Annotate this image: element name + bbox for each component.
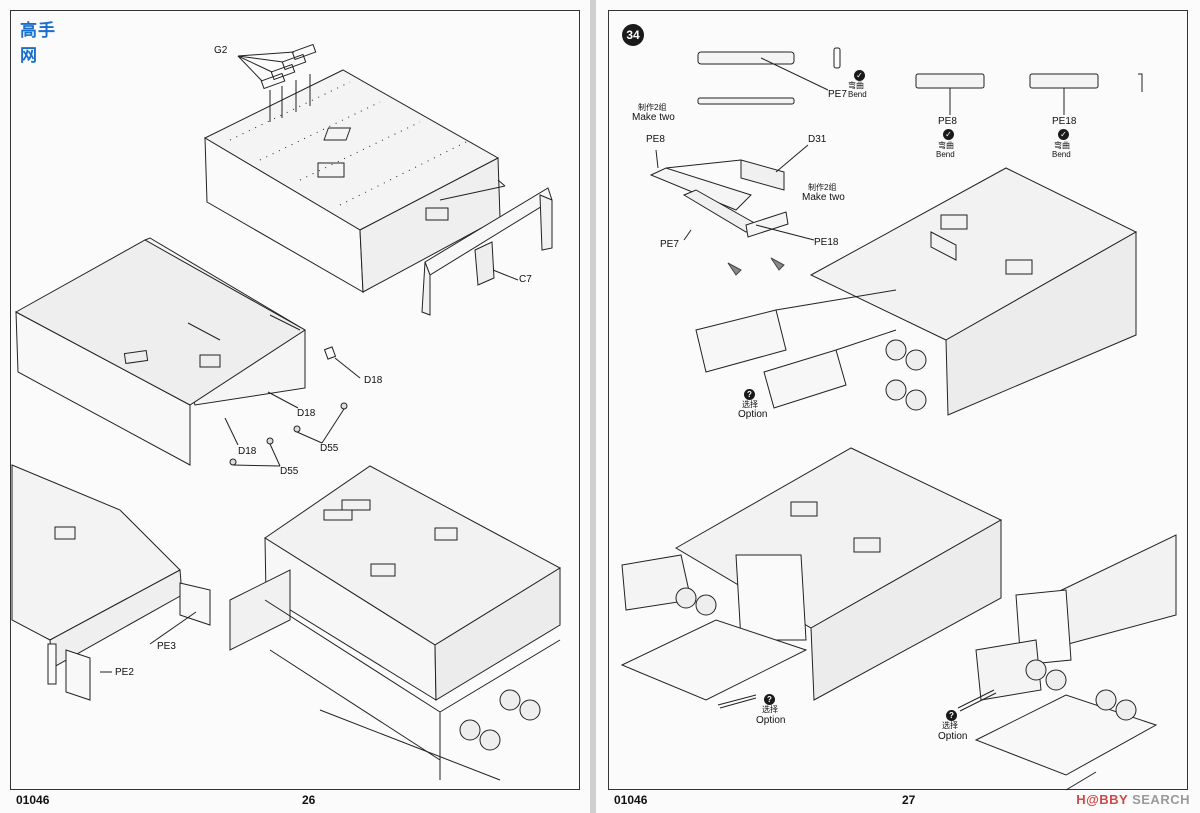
hobby-search-watermark: H@BBY SEARCH (1076, 792, 1190, 807)
product-code: 01046 (614, 793, 648, 807)
label-pe18-top: PE18 (1052, 116, 1077, 127)
pe-parts-top-drawing (697, 47, 1143, 115)
label-d55-right: D55 (320, 443, 339, 454)
direction-arrows-drawing (727, 257, 785, 276)
page-border (10, 10, 580, 790)
bend-note-cn-3: 弯曲 (1054, 141, 1070, 150)
label-pe7-top: PE7 (828, 89, 847, 100)
make-two-note-cn-1: 制作2组 (638, 103, 667, 112)
option-question-icon: ? (946, 710, 957, 721)
c7-frame-drawing (421, 179, 553, 316)
option-question-icon: ? (744, 389, 755, 400)
label-d18-low: D18 (238, 446, 257, 457)
option-note-cn-2: 选择 (762, 705, 778, 714)
label-pe3: PE3 (157, 641, 176, 652)
assembly-drawing-left (11, 43, 562, 781)
housing-with-plates-drawing (11, 464, 211, 701)
bend-check-icon: ✓ (854, 70, 865, 81)
upper-housing-drawing (203, 69, 501, 293)
small-fasteners-drawing (224, 346, 361, 467)
bend-note-en-1: Bend (848, 90, 867, 99)
lower-tub-drawing (14, 237, 306, 466)
label-pe18-sub: PE18 (814, 237, 839, 248)
label-pe8-sub: PE8 (646, 134, 665, 145)
watermark-hobby: H@BBY (1076, 792, 1128, 807)
watermark-search: SEARCH (1132, 792, 1190, 807)
bracket-subassembly-drawing (649, 144, 815, 241)
assembly-option-left-drawing (620, 447, 1003, 709)
product-code: 01046 (16, 793, 50, 807)
option-note-en-1: Option (738, 409, 768, 420)
label-d31: D31 (808, 134, 827, 145)
label-g2: G2 (214, 45, 228, 56)
make-two-note-cn-2: 制作2组 (808, 183, 837, 192)
option-note-en-3: Option (938, 731, 968, 742)
housing-with-drawers-drawing (695, 167, 1138, 416)
label-pe7-sub: PE7 (660, 239, 679, 250)
label-d18-mid: D18 (297, 408, 316, 419)
make-two-note-en-2: Make two (802, 192, 845, 203)
bend-note-en-2: Bend (936, 150, 955, 159)
assembly-drawing-right (620, 47, 1177, 791)
assembled-vehicle-drawing (229, 465, 562, 781)
option-note-cn-3: 选择 (942, 721, 958, 730)
page-number: 27 (902, 793, 916, 807)
instruction-page-26: 高手网 G2 C7 D18 D18 D18 D55 D55 PE3 PE2 01… (0, 0, 590, 813)
option-question-icon: ? (764, 694, 775, 705)
bend-note-cn-1: 弯曲 (848, 81, 864, 90)
make-two-note-en-1: Make two (632, 112, 675, 123)
option-note-cn-1: 选择 (742, 400, 758, 409)
bend-note-cn-2: 弯曲 (938, 141, 954, 150)
bend-note-en-3: Bend (1052, 150, 1071, 159)
g2-parts-drawing (237, 43, 317, 122)
logo-text: 高手网 (20, 21, 56, 65)
step-number-badge: 34 (622, 24, 644, 46)
site-logo: 高手网 (8, 8, 70, 65)
label-pe2: PE2 (115, 667, 134, 678)
label-c7: C7 (519, 274, 532, 285)
page-number: 26 (302, 793, 316, 807)
bend-check-icon: ✓ (1058, 129, 1069, 140)
label-d18-right: D18 (364, 375, 383, 386)
label-pe8-top: PE8 (938, 116, 957, 127)
label-d55-low: D55 (280, 466, 299, 477)
instruction-page-27: 34 PE7 ✓ 弯曲 Bend PE8 ✓ 弯曲 Bend PE18 ✓ 弯曲… (596, 0, 1200, 813)
bend-check-icon: ✓ (943, 129, 954, 140)
option-note-en-2: Option (756, 715, 786, 726)
page-border (608, 10, 1188, 790)
assembly-option-right-drawing (957, 534, 1177, 791)
